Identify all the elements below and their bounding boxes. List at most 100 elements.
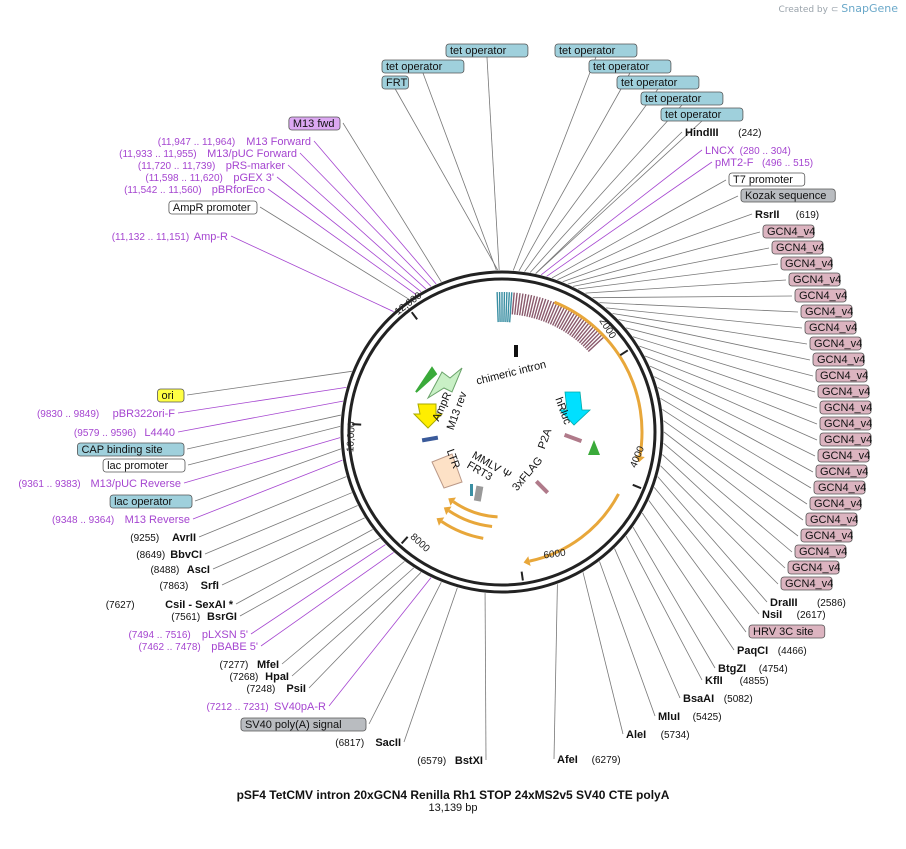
left-label-24-name: MfeI: [257, 659, 279, 671]
right-label-19: GCN4_v4: [820, 433, 872, 446]
right-label-20-text: GCN4_v4: [822, 450, 870, 462]
left-label-13: M13/pUC Reverse(9361 .. 9383): [18, 478, 181, 490]
right-leader: [599, 561, 655, 716]
top-leader: [487, 57, 499, 270]
top-label-2: tet operator: [382, 60, 464, 73]
right-label-30: NsiI(2617): [762, 609, 826, 621]
ring-tick-label: 4000: [628, 444, 647, 469]
right-label-7-text: GCN4_v4: [776, 242, 824, 254]
left-label-22-pos: (7494 .. 7516): [128, 630, 190, 641]
right-label-32-name: PaqCI: [737, 645, 768, 657]
right-leader: [658, 477, 767, 602]
right-leader: [654, 487, 759, 614]
top-label-4-text: tet operator: [593, 61, 650, 73]
ring-tick-mark: [402, 537, 408, 544]
right-label-29-pos: (2586): [817, 598, 846, 609]
top-label-3: FRT: [382, 76, 408, 89]
right-label-25: GCN4_v4: [801, 529, 853, 542]
right-label-2: pMT2-F (496 .. 515): [715, 157, 813, 169]
left-label-27-name: SV40pA-R: [274, 701, 326, 713]
left-label-13-name: M13/pUC Reverse: [91, 478, 181, 490]
right-label-2-pos: (496 .. 515): [762, 158, 813, 169]
right-label-34-name: KflI: [705, 675, 723, 687]
right-label-38: AfeI(6279): [557, 754, 621, 766]
top-leader: [525, 89, 658, 272]
right-leader: [552, 180, 726, 278]
left-label-1-pos: (11,947 .. 11,964): [158, 137, 235, 148]
top-label-3-text: FRT: [386, 77, 407, 89]
right-leader: [664, 432, 798, 536]
intron-mark: [514, 345, 518, 357]
map-title: pSF4 TetCMV intron 20xGCN4 Renilla Rh1 S…: [0, 788, 906, 802]
ring-tick-label: 10,000: [345, 421, 358, 453]
right-leader: [633, 527, 715, 668]
right-label-35-name: BsaAI: [683, 693, 714, 705]
ring-tick-mark: [633, 485, 641, 488]
tet-operator-mark: [510, 292, 512, 322]
left-label-26: PsiI (7248): [246, 683, 306, 695]
right-leader: [578, 264, 778, 289]
left-label-5: pBRforEco(11,542 .. 11,560): [124, 184, 265, 196]
right-label-29: DraIII(2586): [770, 597, 846, 609]
right-leader: [639, 346, 817, 408]
right-label-22: GCN4_v4: [814, 481, 866, 494]
right-label-17: GCN4_v4: [820, 401, 872, 414]
right-label-6-text: GCN4_v4: [767, 226, 815, 238]
right-label-12: GCN4_v4: [805, 321, 857, 334]
right-label-0-pos: (242): [738, 128, 761, 139]
right-label-5-pos: (619): [796, 210, 819, 221]
left-label-7-name: Amp-R: [194, 231, 228, 243]
gcn4-repeat-mark: [570, 317, 583, 335]
left-leader: [205, 493, 352, 554]
top-label-2-text: tet operator: [386, 61, 443, 73]
right-label-16: GCN4_v4: [818, 385, 870, 398]
right-label-28: GCN4_v4: [781, 577, 833, 590]
right-leader: [585, 280, 786, 293]
left-label-3: pRS-marker(11,720 .. 11,739): [138, 160, 285, 172]
left-label-15: M13 Reverse(9348 .. 9364): [52, 514, 190, 526]
left-label-12-text: lac promoter: [107, 460, 168, 472]
tet-operator-mark: [508, 292, 510, 322]
left-leader: [260, 207, 409, 299]
left-leader: [485, 593, 486, 760]
top-label-4: tet operator: [589, 60, 671, 73]
left-label-26-pos: (7248): [246, 684, 275, 695]
left-label-17-pos: (8649): [136, 550, 165, 561]
right-label-27: GCN4_v4: [788, 561, 840, 574]
left-leader: [213, 506, 358, 569]
left-label-25-name: HpaI: [265, 671, 289, 683]
left-label-19-name: SrfI: [201, 580, 219, 592]
right-label-6: GCN4_v4: [763, 225, 815, 238]
left-label-4-pos: (11,598 .. 11,620): [145, 173, 222, 184]
left-label-3-name: pRS-marker: [226, 160, 286, 172]
left-leader: [251, 545, 385, 634]
right-leader: [554, 584, 557, 759]
left-label-10: L4440(9579 .. 9596): [74, 427, 175, 439]
left-label-0: M13 fwd: [289, 117, 340, 130]
ring-tick-mark: [522, 572, 523, 581]
right-label-1: LNCX(280 .. 304): [705, 145, 791, 157]
right-leader: [541, 150, 702, 275]
left-label-30-pos: (6579): [417, 756, 446, 767]
left-label-7-pos: (11,132 .. 11,151): [112, 232, 189, 243]
left-label-29-name: SacII: [375, 737, 401, 749]
right-label-10: GCN4_v4: [795, 289, 847, 302]
right-label-2-name: pMT2-F: [715, 157, 754, 169]
left-leader: [314, 141, 436, 284]
left-label-24: MfeI(7277): [219, 659, 279, 671]
ring-tick-mark: [620, 350, 628, 355]
left-label-11-text: CAP binding site: [81, 444, 162, 456]
left-label-14-text: lac operator: [114, 496, 172, 508]
inner-feature-label: chimeric intron: [475, 359, 547, 388]
left-label-22: pLXSN 5'(7494 .. 7516): [128, 629, 248, 641]
left-label-28: SV40 poly(A) signal: [241, 718, 366, 731]
left-label-16-name: AvrII: [172, 532, 196, 544]
gcn4-repeat-mark: [568, 316, 580, 334]
top-leader: [395, 89, 498, 270]
right-label-36: MluI(5425): [658, 711, 722, 723]
left-label-7: Amp-R (11,132 .. 11,151): [112, 231, 228, 243]
left-label-23: pBABE 5'(7462 .. 7478): [138, 641, 258, 653]
right-label-36-pos: (5425): [693, 712, 722, 723]
left-label-26-name: PsiI: [286, 683, 306, 695]
